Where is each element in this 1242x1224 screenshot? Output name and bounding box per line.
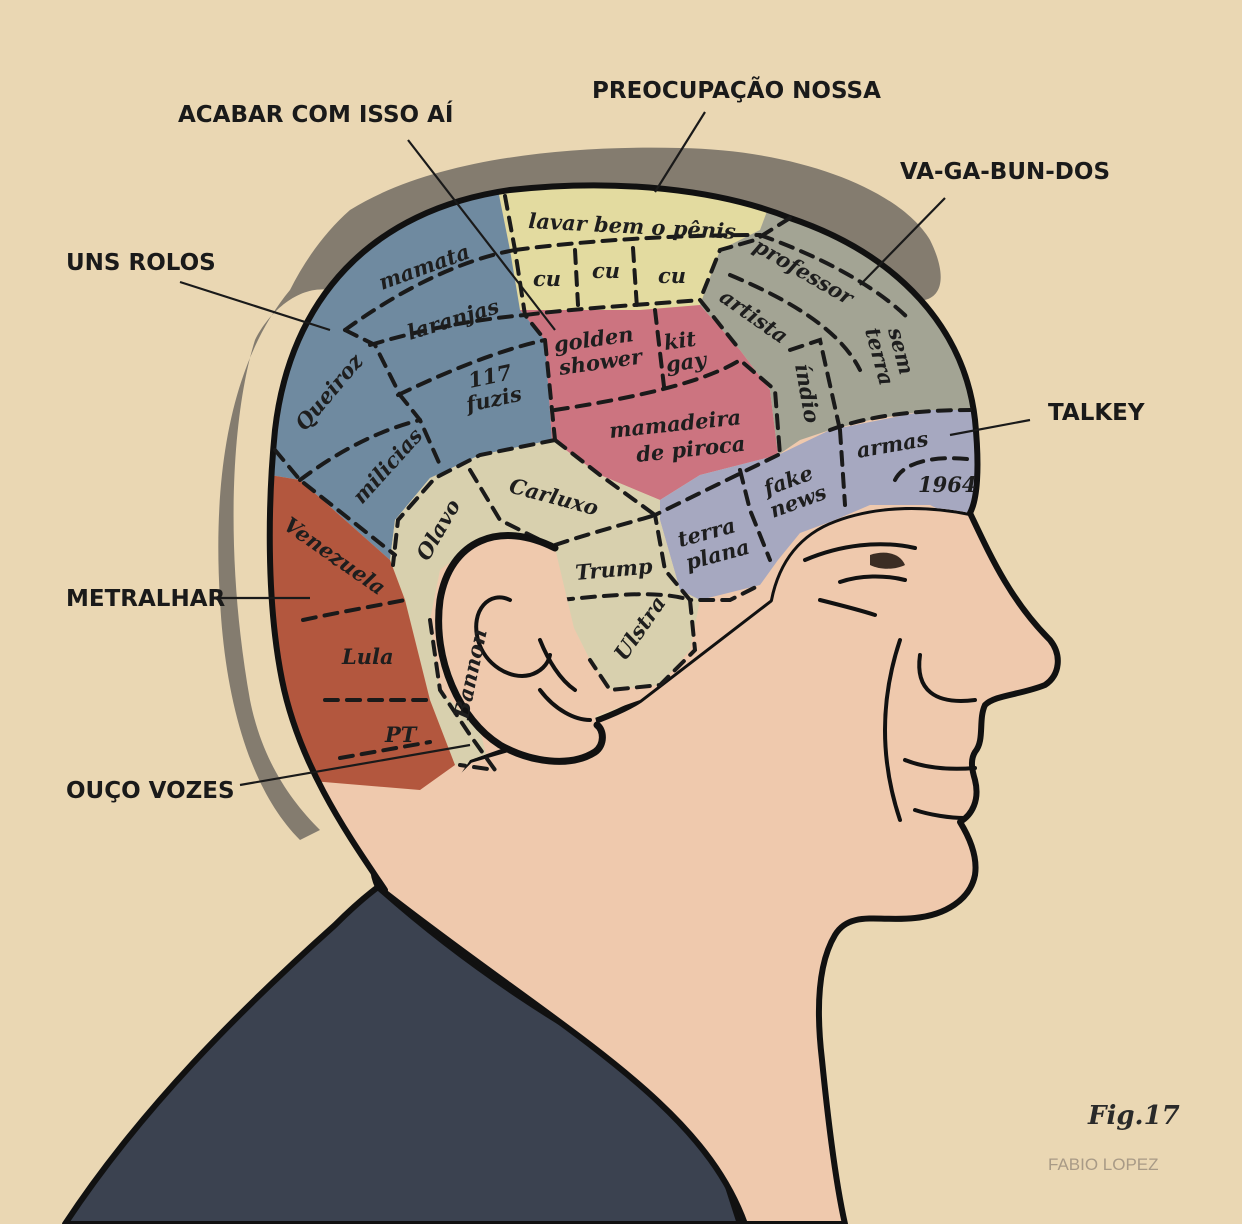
figure-number: Fig.17 <box>1087 1101 1180 1131</box>
callouts: ACABAR COM ISSO AÍ PREOCUPAÇÃO NOSSA VA-… <box>66 76 1145 804</box>
callout-vagabundos: VA-GA-BUN-DOS <box>900 159 1110 185</box>
label-1964: 1964 <box>918 472 976 497</box>
label-kit-2: gay <box>664 346 709 377</box>
face-details <box>803 542 977 822</box>
callout-ouco-vozes: OUÇO VOZES <box>66 778 235 804</box>
callout-talkey: TALKEY <box>1048 400 1145 426</box>
label-kit-1: kit <box>662 326 698 355</box>
callout-uns-rolos: UNS ROLOS <box>66 250 216 276</box>
region-pink <box>520 305 778 500</box>
callout-metralhar: METRALHAR <box>66 586 226 612</box>
hair-shadow <box>218 147 941 841</box>
region-lavender <box>660 410 978 600</box>
callout-leaders <box>179 111 1031 787</box>
label-cu-2: cu <box>592 258 620 283</box>
label-cu-3: cu <box>658 263 686 288</box>
callout-acabar: ACABAR COM ISSO AÍ <box>178 100 453 128</box>
artist-credit: FABIO LOPEZ <box>1048 1155 1159 1174</box>
label-pt: PT <box>384 722 418 747</box>
label-lula: Lula <box>341 644 394 669</box>
label-cu-1: cu <box>533 266 561 291</box>
ear <box>435 532 606 765</box>
region-borders <box>273 194 977 773</box>
head-outline <box>266 182 981 893</box>
callout-preocupacao: PREOCUPAÇÃO NOSSA <box>592 76 881 104</box>
region-rust <box>269 470 455 790</box>
